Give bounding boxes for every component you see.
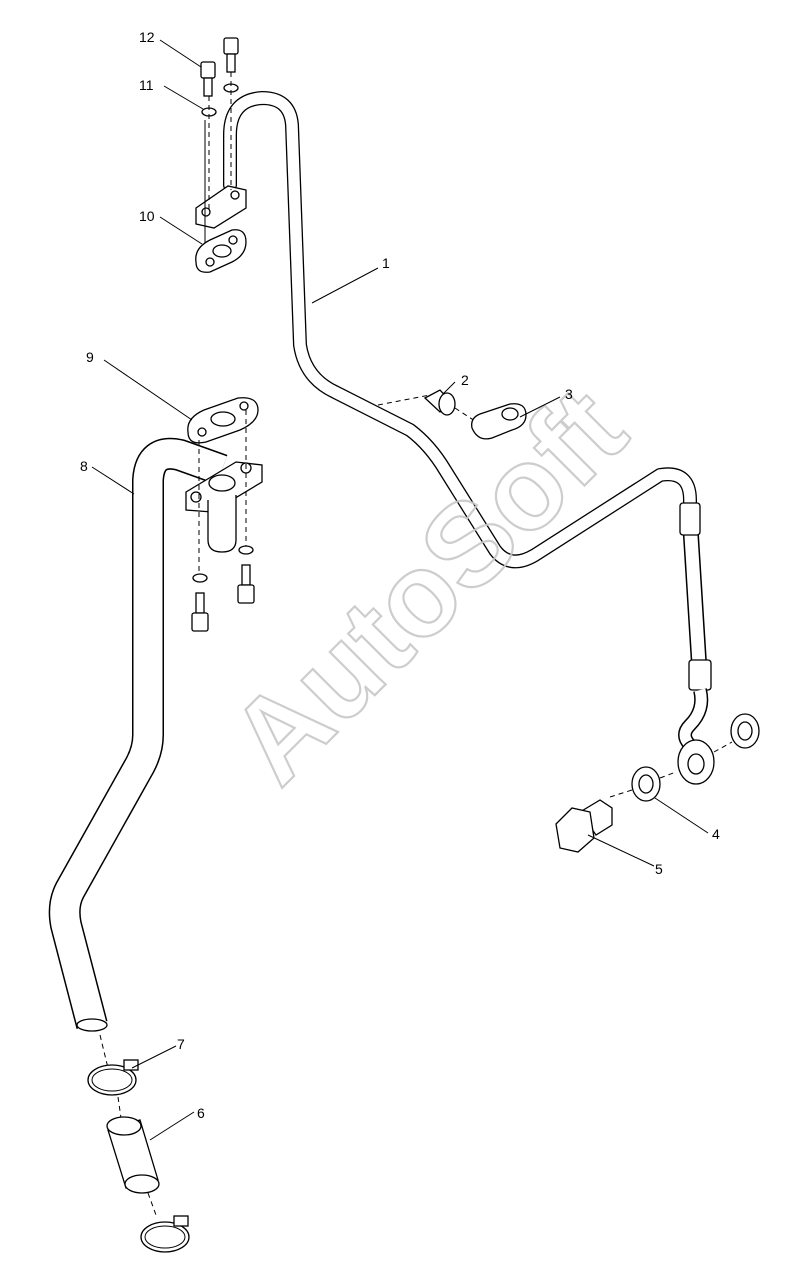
callout-2: 2: [461, 372, 469, 388]
callout-4: 4: [712, 826, 720, 842]
oil-feed-pipe: [195, 91, 715, 785]
gasket-10: [195, 229, 247, 273]
oil-return-pipe: [48, 437, 263, 1032]
bolts-washers-top: [200, 37, 239, 210]
callout-8: 8: [80, 458, 88, 474]
callout-10: 10: [139, 208, 155, 224]
gasket-9: [187, 397, 259, 444]
banjo-bolt-and-washers: [555, 713, 760, 853]
callout-7: 7: [177, 1036, 185, 1052]
callout-5: 5: [655, 861, 663, 877]
callout-6: 6: [197, 1105, 205, 1121]
clip-parts: [377, 389, 527, 440]
callout-3: 3: [565, 386, 573, 402]
callout-1: 1: [382, 255, 390, 271]
callout-leaders: [91, 39, 709, 1141]
hose-and-clamps: [87, 1034, 190, 1253]
callout-12: 12: [139, 29, 155, 45]
watermark-text: AutoSoft: [205, 363, 651, 809]
callout-11: 11: [139, 77, 154, 93]
callout-9: 9: [86, 349, 94, 365]
bolts-washers-lower: [191, 410, 255, 632]
